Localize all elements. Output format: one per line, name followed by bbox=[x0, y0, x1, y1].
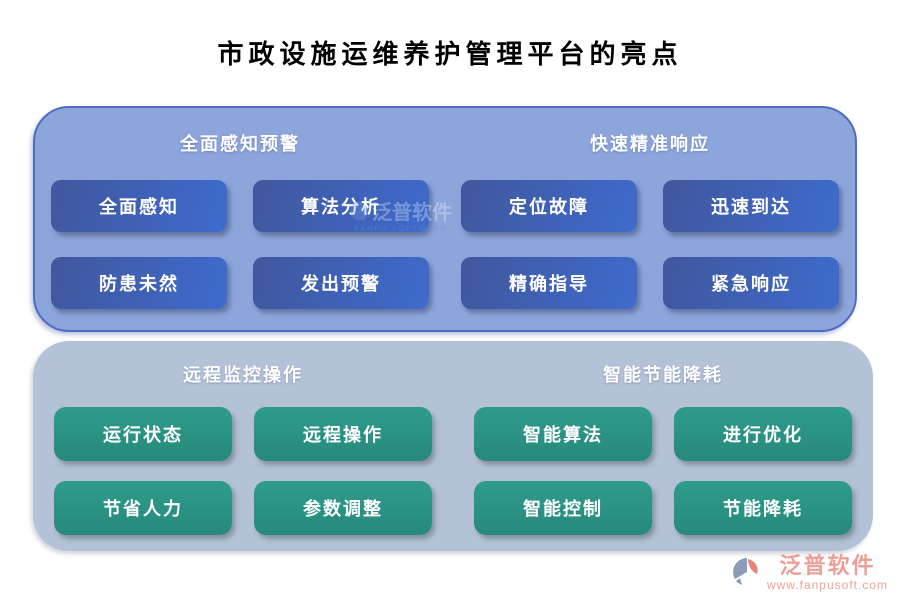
feature-button-optimization[interactable]: 进行优化 bbox=[674, 407, 852, 461]
feature-button-quick-arrival[interactable]: 迅速到达 bbox=[663, 180, 839, 232]
feature-button-smart-algorithm[interactable]: 智能算法 bbox=[474, 407, 652, 461]
feature-button-algorithm-analysis[interactable]: 算法分析 bbox=[253, 180, 429, 232]
button-grid: 智能算法 进行优化 智能控制 节能降耗 bbox=[474, 407, 852, 535]
page-title: 市政设施运维养护管理平台的亮点 bbox=[217, 39, 683, 69]
section-header: 全面感知预警 bbox=[180, 134, 300, 154]
section-perception-warning: 全面感知预警 全面感知 算法分析 防患未然 发出预警 bbox=[35, 108, 445, 330]
panel-perception-response: 全面感知预警 全面感知 算法分析 防患未然 发出预警 快速精准响应 定位故障 迅… bbox=[33, 106, 857, 332]
feature-button-precise-guidance[interactable]: 精确指导 bbox=[461, 257, 637, 309]
footer-brand-url[interactable]: www.fanpusoft.com bbox=[766, 578, 888, 592]
panel-monitor-energy: 远程监控操作 运行状态 远程操作 节省人力 参数调整 智能节能降耗 智能算法 进… bbox=[33, 341, 873, 551]
feature-button-full-perception[interactable]: 全面感知 bbox=[51, 180, 227, 232]
feature-button-issue-warning[interactable]: 发出预警 bbox=[253, 257, 429, 309]
feature-button-prevention[interactable]: 防患未然 bbox=[51, 257, 227, 309]
footer-brand-name: 泛普软件 bbox=[779, 553, 876, 578]
section-header: 智能节能降耗 bbox=[603, 365, 723, 385]
section-remote-monitoring: 远程监控操作 运行状态 远程操作 节省人力 参数调整 bbox=[33, 341, 453, 551]
section-fast-response: 快速精准响应 定位故障 迅速到达 精确指导 紧急响应 bbox=[445, 108, 855, 330]
button-grid: 定位故障 迅速到达 精确指导 紧急响应 bbox=[461, 180, 839, 309]
fanpu-logo-icon bbox=[733, 558, 758, 585]
feature-button-locate-fault[interactable]: 定位故障 bbox=[461, 180, 637, 232]
section-header: 远程监控操作 bbox=[183, 365, 303, 385]
button-grid: 全面感知 算法分析 防患未然 发出预警 bbox=[51, 180, 429, 309]
feature-button-save-labor[interactable]: 节省人力 bbox=[54, 481, 232, 535]
feature-button-running-status[interactable]: 运行状态 bbox=[54, 407, 232, 461]
footer-brand: 泛普软件 www.fanpusoft.com bbox=[731, 554, 888, 592]
section-smart-energy-saving: 智能节能降耗 智能算法 进行优化 智能控制 节能降耗 bbox=[453, 341, 873, 551]
feature-button-parameter-adjust[interactable]: 参数调整 bbox=[254, 481, 432, 535]
feature-button-energy-reduction[interactable]: 节能降耗 bbox=[674, 481, 852, 535]
button-grid: 运行状态 远程操作 节省人力 参数调整 bbox=[54, 407, 432, 535]
feature-button-emergency-response[interactable]: 紧急响应 bbox=[663, 257, 839, 309]
feature-button-remote-operation[interactable]: 远程操作 bbox=[254, 407, 432, 461]
section-header: 快速精准响应 bbox=[590, 134, 710, 154]
feature-button-smart-control[interactable]: 智能控制 bbox=[474, 481, 652, 535]
